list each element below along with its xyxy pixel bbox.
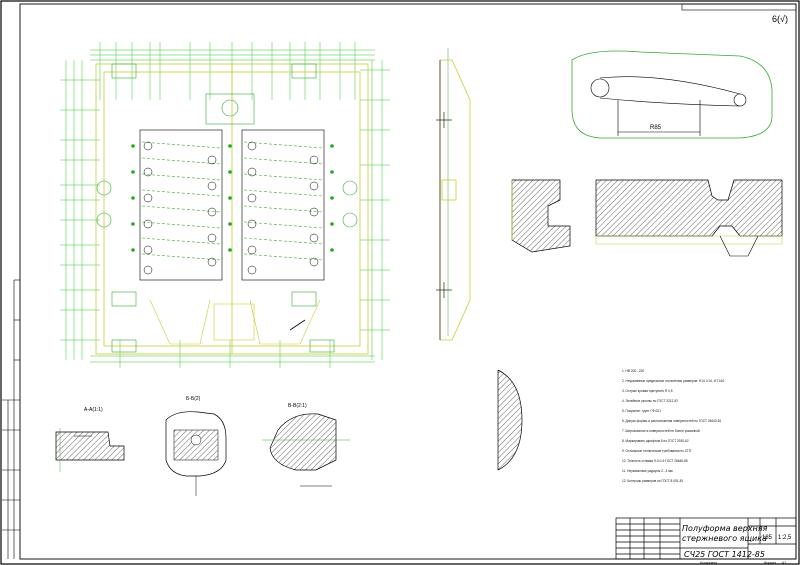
drawing-frame [19,3,797,560]
section-b-b: Б-Б(2) [165,396,227,496]
technical-notes: 1. HB 200...220 2. Неуказанные предельны… [622,369,725,483]
svg-text:11. Неуказанные радиусы 2...3: 11. Неуказанные радиусы 2...3 мм [622,469,673,473]
svg-text:10. Точность отливки 9-0-0-9 Г: 10. Точность отливки 9-0-0-9 ГОСТ 26645-… [622,459,688,463]
copied-label: Копировал [700,561,717,565]
detail-segment [497,369,523,471]
scale-value: 1:2,5 [778,535,792,541]
svg-text:4. Литейные уклоны по ГОСТ 321: 4. Литейные уклоны по ГОСТ 3212-92 [622,399,678,403]
code-box [681,3,797,11]
title-line-1: Полуформа верхняя [682,524,768,533]
dimension-r85: R85 [650,125,662,131]
section-a-a: А-А(1:1) [55,407,125,472]
detail-view-top: R85 [571,50,773,139]
svg-text:7. Шероховатость поверхностей: 7. Шероховатость поверхностей не более у… [622,429,700,433]
main-plan-view [60,42,390,368]
format-label: Формат [764,561,776,565]
section-v-v: В-В(2:1) [262,403,350,487]
material-spec: СЧ25 ГОСТ 1412-85 [684,550,765,559]
side-view [436,48,471,341]
svg-text:1. HB 200...220: 1. HB 200...220 [622,369,644,373]
section-view-cavity [511,179,571,253]
svg-text:8. Маркировать шрифтом 5 по ГО: 8. Маркировать шрифтом 5 по ГОСТ 2930-62 [622,439,689,443]
svg-text:В-В(2:1): В-В(2:1) [288,403,307,409]
svg-text:Б-Б(2): Б-Б(2) [186,396,201,402]
title-block [615,517,797,560]
svg-text:12. Контроль размеров по ГОСТ: 12. Контроль размеров по ГОСТ 8.051-81 [622,479,683,483]
svg-text:А-А(1:1): А-А(1:1) [84,407,103,413]
section-view-main [595,179,783,257]
svg-text:9. Остальные технические требо: 9. Остальные технические требования по С… [622,449,692,453]
format-value: А1 [782,561,786,565]
svg-text:3. Острые кромки притупить R 0: 3. Острые кромки притупить R 0,5 [622,389,673,393]
left-margin-strip [2,279,20,559]
svg-text:2. Неуказанные предельные откл: 2. Неуказанные предельные отклонения раз… [622,379,725,383]
svg-text:5. Покрытие: грунт ГФ-021: 5. Покрытие: грунт ГФ-021 [622,409,661,413]
title-line-2: стержневого ящика [682,534,767,543]
corner-mark: 6(√) [772,14,788,24]
svg-text:6. Допуск формы и расположения: 6. Допуск формы и расположения поверхнос… [622,419,722,423]
mass-value: 185 [762,535,773,541]
